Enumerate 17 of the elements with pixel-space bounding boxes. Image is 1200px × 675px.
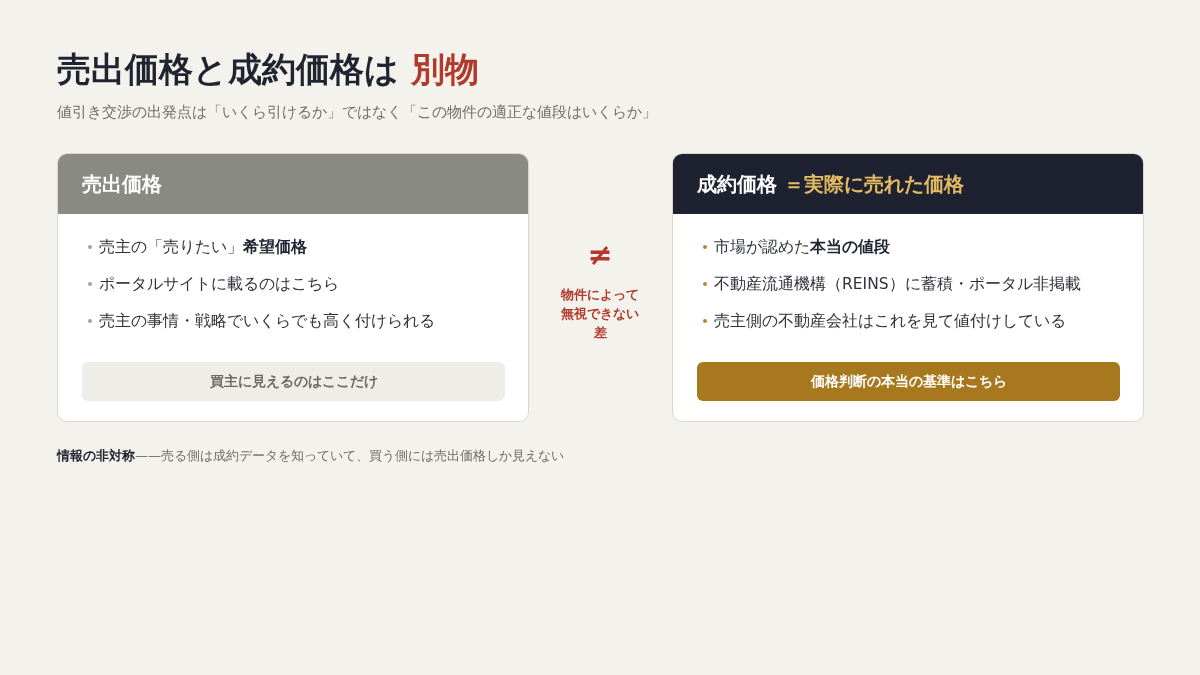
list-item: 売主の「売りたい」希望価格 (99, 236, 307, 258)
footnote: 情報の非対称——売る側は成約データを知っていて、買う側には売出価格しか見えない (57, 447, 564, 465)
card (672, 153, 1144, 422)
card-heading: 売出価格 (58, 154, 528, 214)
card (57, 153, 529, 422)
list-item: 不動産流通機構（REINS）に蓄積・ポータル非掲載 (714, 273, 1081, 295)
subtitle: 値引き交渉の出発点は「いくら引けるか」ではなく「この物件の適正な値段はいくらか」 (57, 103, 657, 122)
note-bar: 価格判断の本当の基準はこちら (697, 362, 1120, 401)
list-item: 売主側の不動産会社はこれを見て値付けしている (714, 310, 1066, 332)
not-equal-sign: ≠ (587, 238, 613, 272)
list-item: 売主の事情・戦略でいくらでも高く付けられる (99, 310, 435, 332)
note-bar: 買主に見えるのはここだけ (82, 362, 505, 401)
list-item: 市場が認めた本当の値段 (714, 236, 890, 258)
card-heading: 成約価格 ＝実際に売れた価格 (673, 154, 1143, 214)
note-text: 物件によって無視できない差 (560, 286, 640, 342)
title: 売出価格と成約価格は 別物 (57, 48, 479, 90)
list-item: ポータルサイトに載るのはこちら (99, 273, 339, 295)
